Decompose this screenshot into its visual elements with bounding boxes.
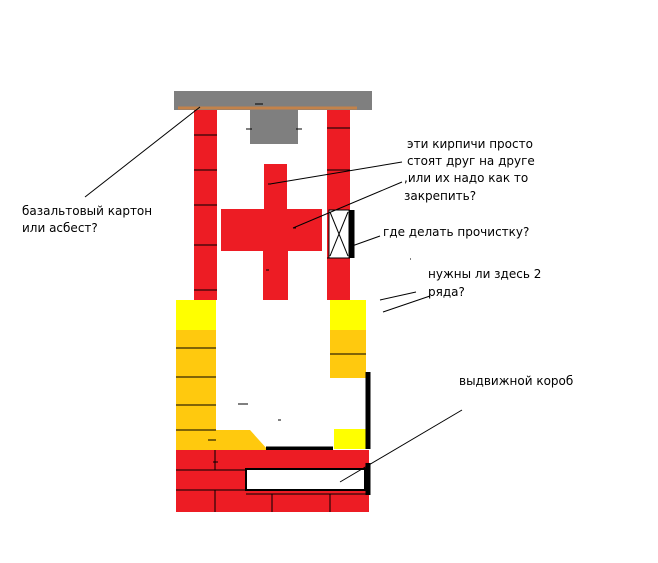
drawer-box bbox=[245, 468, 366, 491]
label-insulation-line1: базальтовый картон bbox=[22, 204, 152, 218]
left-yellow-brick bbox=[176, 300, 216, 330]
brick-cross-bottom bbox=[263, 251, 288, 300]
label-two-rows-line2: ряда? bbox=[428, 285, 465, 299]
leader-drawer bbox=[339, 409, 463, 483]
leader-bricks-2 bbox=[292, 181, 403, 229]
leader-insulation bbox=[84, 106, 201, 198]
leader-cleanout bbox=[351, 235, 381, 247]
right-yellow-lower bbox=[334, 429, 366, 449]
label-two-rows-line1: нужны ли здесь 2 bbox=[428, 267, 541, 281]
label-cleanout: где делать прочистку? bbox=[383, 225, 529, 239]
leader-two-rows-2 bbox=[382, 295, 431, 313]
label-bricks-line1: эти кирпичи просто bbox=[407, 137, 533, 151]
leader-bricks-1 bbox=[269, 161, 403, 185]
brick-cross-top bbox=[264, 164, 287, 209]
left-orange-slope bbox=[216, 430, 268, 450]
label-bricks-line4: закрепить? bbox=[404, 189, 476, 203]
top-plate bbox=[174, 91, 372, 110]
label-bricks-line3: ,или их надо как то bbox=[404, 171, 528, 185]
label-insulation-line2: или асбест? bbox=[22, 221, 98, 235]
label-drawer: выдвижной короб bbox=[459, 374, 573, 388]
leader-two-rows-1 bbox=[379, 291, 417, 301]
brick-cross-middle bbox=[221, 209, 322, 251]
label-bricks-line2: стоят друг на друге bbox=[407, 154, 535, 168]
chimney-block bbox=[250, 110, 298, 144]
right-yellow-brick bbox=[330, 300, 366, 330]
